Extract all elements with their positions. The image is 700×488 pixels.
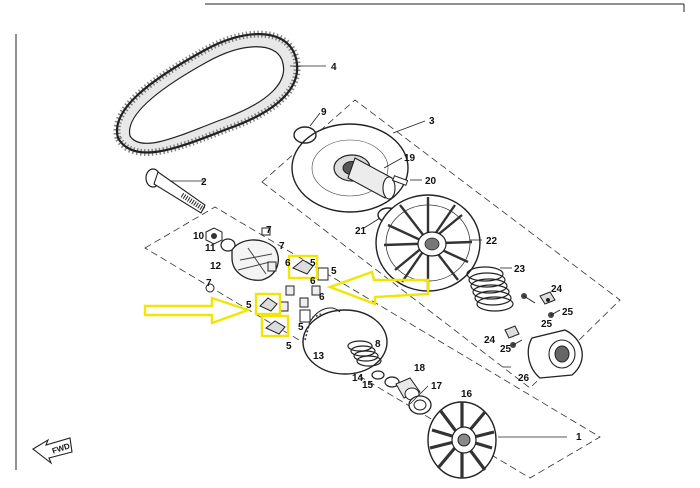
callout-26: 26 [518, 373, 530, 384]
rollers-6 [267, 261, 321, 312]
bushing-7-top [261, 227, 271, 236]
callout-4: 4 [331, 62, 337, 73]
callout-15: 15 [362, 380, 374, 391]
callout-19: 19 [404, 153, 416, 164]
screw-25-a [521, 293, 536, 304]
primary-clutch-outline [144, 206, 601, 479]
key-pin-20 [392, 175, 409, 186]
callout-18: 18 [414, 363, 426, 374]
spider-12 [231, 239, 279, 281]
weight-5-highlighted-a [287, 254, 319, 280]
callout-5-e: 5 [286, 341, 292, 352]
callout-13: 13 [313, 351, 325, 362]
highlight-arrow-right [326, 270, 430, 306]
callout-23: 23 [514, 264, 526, 275]
callout-3: 3 [429, 116, 435, 127]
callout-6-b: 6 [310, 276, 316, 287]
screw-25-c [510, 339, 523, 348]
callout-8: 8 [375, 339, 381, 350]
callout-1: 1 [576, 432, 582, 443]
secondary-clutch-outline [261, 99, 621, 389]
callout-6-a: 6 [285, 258, 291, 269]
long-bolt [145, 168, 207, 214]
washer-15 [384, 376, 400, 388]
highlight-arrow-left [143, 296, 252, 325]
callout-25-a: 25 [541, 319, 553, 330]
callout-20: 20 [425, 176, 437, 187]
callout-22: 22 [486, 236, 498, 247]
callout-5-a: 5 [310, 258, 316, 269]
callout-14: 14 [352, 373, 364, 384]
bearing-17 [408, 395, 432, 415]
nut-10 [205, 227, 223, 245]
callout-10: 10 [193, 231, 205, 242]
callout-5-b: 5 [331, 266, 337, 277]
callout-25-c: 25 [500, 344, 512, 355]
callout-5-c: 5 [246, 300, 252, 311]
callout-2: 2 [201, 177, 207, 188]
callout-24-a: 24 [551, 284, 563, 295]
shaft-19 [347, 157, 396, 200]
weight-5-highlighted-c [260, 314, 290, 338]
callout-5-d: 5 [298, 322, 304, 333]
movable-sheave-13 [302, 307, 388, 375]
spring-23 [466, 266, 514, 312]
spring-8 [347, 340, 382, 367]
drive-belt [113, 30, 301, 157]
clip-24-upper [539, 291, 556, 305]
callout-9: 9 [321, 107, 327, 118]
callout-25-b: 25 [562, 307, 574, 318]
callout-12: 12 [210, 261, 222, 272]
leader-lines [170, 65, 567, 438]
washer-11 [220, 238, 236, 252]
fwd-arrow-icon: FWD [32, 437, 73, 465]
movable-sheave-22 [375, 194, 481, 292]
callout-24-b: 24 [484, 335, 496, 346]
callout-16: 16 [461, 389, 473, 400]
fixed-sheave-16 [427, 401, 497, 479]
callout-11: 11 [205, 243, 216, 254]
o-ring-9 [293, 126, 317, 144]
weight-5-highlighted-b [254, 292, 282, 316]
callout-7-c: 7 [206, 278, 212, 289]
callout-7-b: 7 [279, 241, 285, 252]
cover-26 [527, 329, 583, 379]
callout-labels: 1 2 3 4 5 5 5 5 5 6 6 6 7 7 7 8 9 10 11 … [193, 62, 582, 443]
callout-6-c: 6 [319, 292, 325, 303]
screw-25-b [548, 309, 561, 318]
callout-21: 21 [355, 226, 367, 237]
nut-7-left [205, 283, 215, 293]
callout-7-a: 7 [266, 225, 272, 236]
callout-17: 17 [431, 381, 443, 392]
washer-14 [371, 370, 385, 380]
clip-24-lower [504, 325, 520, 339]
